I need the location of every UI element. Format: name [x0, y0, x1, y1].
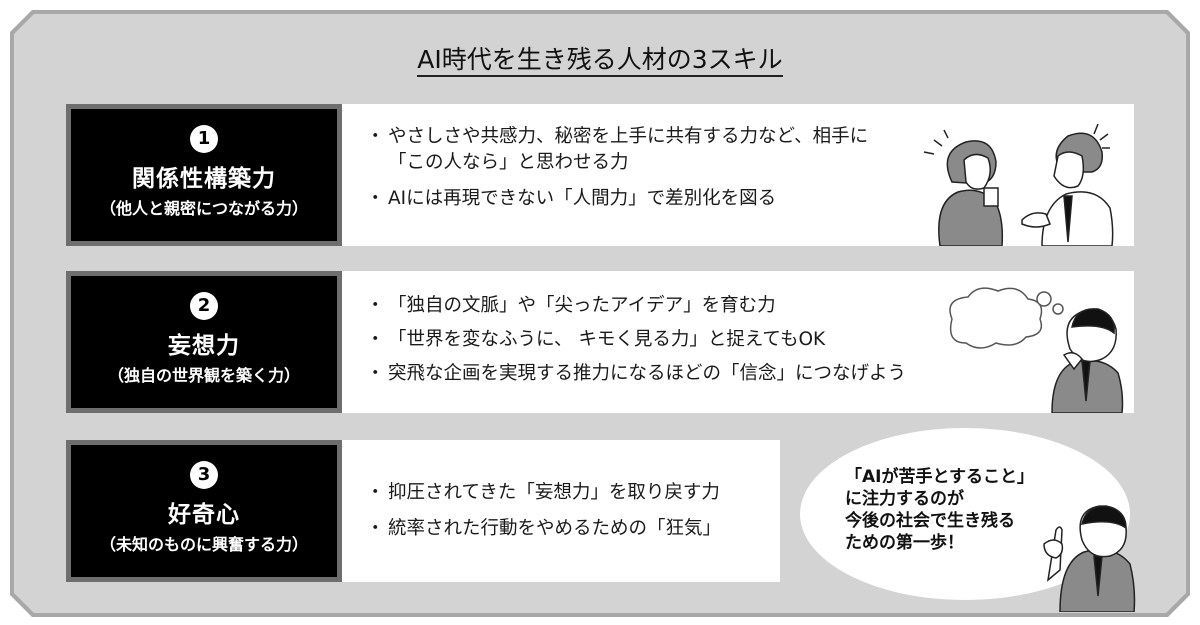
skill-1-bullet: やさしさや共感力、秘密を上手に共有する力など、相手に「この人なら」と思わせる力 [366, 124, 888, 176]
callout-line: 「AIが苦手とすること」 [845, 467, 1034, 487]
skill-3-bullet: 統率された行動をやめるための「狂気」 [366, 516, 788, 542]
skill-1-subtitle: （他人と親密につながる力） [99, 199, 308, 218]
skill-2-subtitle: （独自の世界観を築く力） [107, 366, 300, 385]
skill-1-bullets: やさしさや共感力、秘密を上手に共有する力など、相手に「この人なら」と思わせる力 … [366, 124, 888, 222]
callout-line: ための第一歩！ [845, 533, 964, 553]
skill-2-bullet: 「世界を変なふうに、 キモく見る力」と捉えてもOK [366, 327, 988, 353]
callout-line: に注力するのが [845, 489, 964, 509]
skill-2-bullet: 突飛な企画を実現する推力になるほどの「信念」につなげよう [366, 361, 988, 387]
skill-2-label: 2 妄想力 （独自の世界観を築く力） [66, 271, 342, 413]
skill-2-name: 妄想力 [168, 333, 240, 359]
page-title: AI時代を生き残る人材の3スキル [0, 40, 1200, 77]
skill-3-content: 抑圧されてきた「妄想力」を取り戻す力 統率された行動をやめるための「狂気」 [342, 440, 780, 582]
man-thinking-illustration [949, 287, 1124, 413]
skill-1-name: 関係性構築力 [132, 166, 276, 192]
man-pointing-up-illustration [1043, 505, 1136, 612]
callout-line: 今後の社会で生き残る [845, 511, 1015, 531]
skill-1-number-badge: 1 [190, 125, 218, 153]
skill-2-content: 「独自の文脈」や「尖ったアイデア」を育む力 「世界を変なふうに、 キモく見る力」… [342, 271, 1134, 413]
skill-3-label: 3 好奇心 （未知のものに興奮する力） [66, 440, 342, 582]
skill-1-bullet: AIには再現できない「人間力」で差別化を図る [366, 186, 888, 212]
skill-3-subtitle: （未知のものに興奮する力） [99, 535, 308, 554]
skill-3-bullets: 抑圧されてきた「妄想力」を取り戻す力 統率された行動をやめるための「狂気」 [366, 480, 788, 552]
skill-3-number-badge: 3 [190, 461, 218, 489]
woman-and-man-talking-illustration [923, 123, 1114, 246]
callout-text: 「AIが苦手とすること」 に注力するのが 今後の社会で生き残る ための第一歩！ [845, 466, 1034, 554]
skill-2-bullet: 「独自の文脈」や「尖ったアイデア」を育む力 [366, 293, 988, 319]
skill-3-bullet: 抑圧されてきた「妄想力」を取り戻す力 [366, 480, 788, 506]
skill-2-number-badge: 2 [190, 292, 218, 320]
skill-1-content: やさしさや共感力、秘密を上手に共有する力など、相手に「この人なら」と思わせる力 … [342, 104, 1134, 246]
skill-2-bullets: 「独自の文脈」や「尖ったアイデア」を育む力 「世界を変なふうに、 キモく見る力」… [366, 293, 988, 397]
page-title-text: AI時代を生き残る人材の3スキル [417, 45, 783, 77]
skill-1-label: 1 関係性構築力 （他人と親密につながる力） [66, 104, 342, 246]
skill-3-name: 好奇心 [168, 502, 240, 528]
